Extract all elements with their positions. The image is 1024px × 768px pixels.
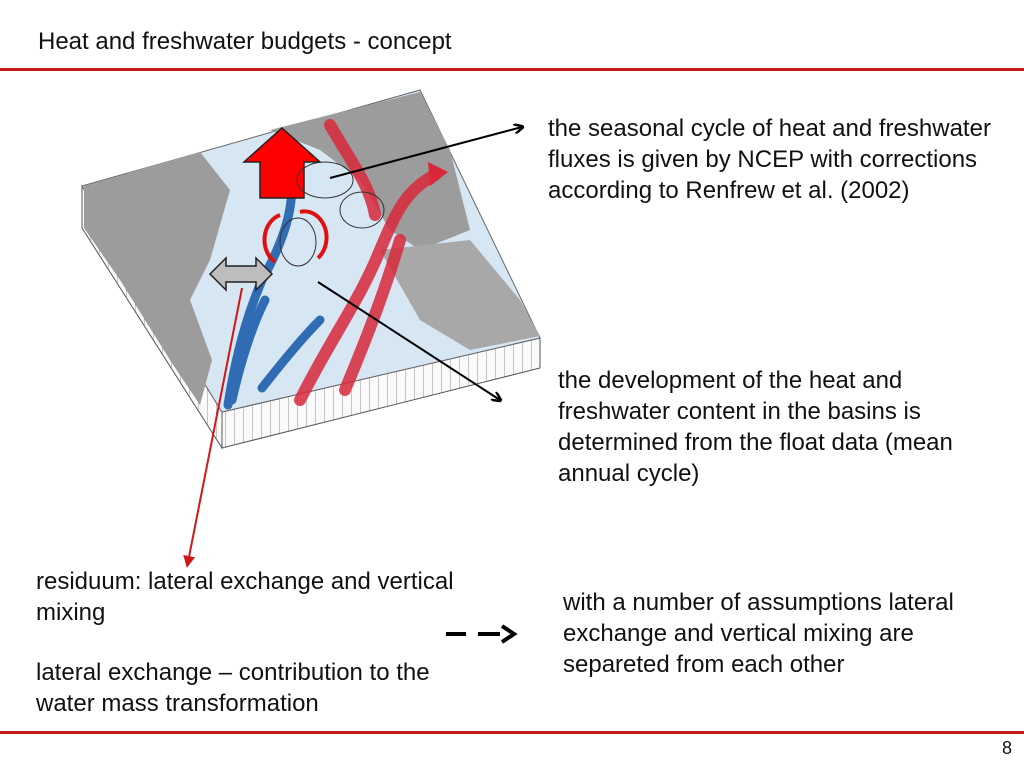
title-divider [0,68,1024,71]
slide-title: Heat and freshwater budgets - concept [38,28,452,55]
residuum-annotation: residuum: lateral exchange and vertical … [36,568,454,626]
basin-ellipse [339,191,385,229]
lateral-exchange-arrow-icon [208,256,274,292]
basin-ellipse [296,161,354,199]
cycle-arrows-icon [262,209,329,264]
lateral-annotation: lateral exchange – contribution to the w… [36,659,430,717]
page-number: 8 [1001,738,1012,758]
dashed-arrow-icon [446,624,518,644]
land-masses [84,92,540,405]
fluxes-annotation: the seasonal cycle of heat and freshwate… [548,115,991,204]
pointer-content [317,281,500,400]
heat-flux-arrow-icon [242,126,322,199]
footer-divider [0,731,1024,734]
content-annotation: the development of the heat and freshwat… [558,367,953,487]
basin-ellipse [279,217,317,267]
warm-currents [294,119,441,406]
pointer-fluxes [329,127,522,179]
pointer-residuum [183,287,243,568]
warm-arrowhead [428,162,448,186]
assumptions-annotation: with a number of assumptions lateral exc… [563,589,954,678]
